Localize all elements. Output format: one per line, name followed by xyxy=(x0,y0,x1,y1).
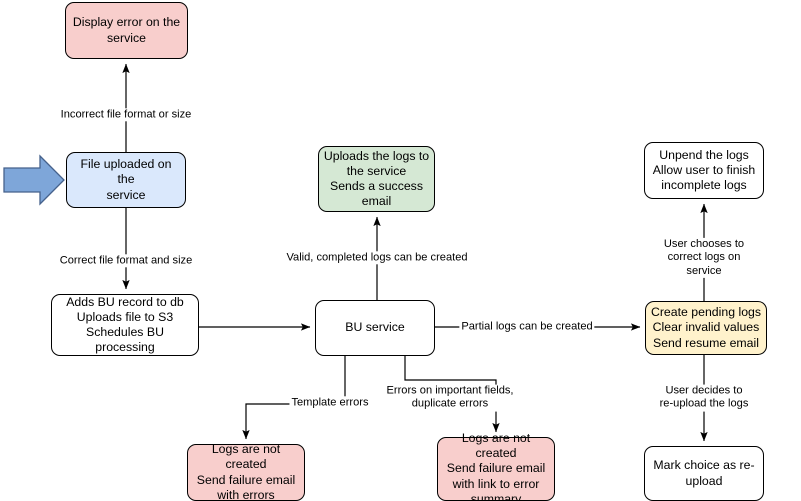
node-label: Mark choice as re- upload xyxy=(653,458,755,488)
node-label: Logs are not created Send failure email … xyxy=(446,431,546,501)
node-label: Adds BU record to db Uploads file to S3 … xyxy=(66,294,184,355)
edge-label-errors-important: Errors on important fields, duplicate er… xyxy=(384,384,516,412)
node-mark-choice[interactable]: Mark choice as re- upload xyxy=(644,446,764,501)
node-create-pending-logs[interactable]: Create pending logs Clear invalid values… xyxy=(645,301,767,355)
node-label: File uploaded on the service xyxy=(80,157,172,202)
edge-label-template-errors: Template errors xyxy=(289,396,371,410)
node-display-error[interactable]: Display error on the service xyxy=(65,2,188,59)
edge-label-valid-completed: Valid, completed logs can be created xyxy=(284,251,470,265)
node-label: BU service xyxy=(345,320,405,335)
edge-label-correct-format: Correct file format and size xyxy=(57,254,195,268)
edge-label-user-reupload: User decides to re-upload the logs xyxy=(655,384,753,412)
node-adds-bu-record[interactable]: Adds BU record to db Uploads file to S3 … xyxy=(51,294,199,356)
node-label: Uploads the logs to the service Sends a … xyxy=(323,148,430,209)
node-logs-not-created-template[interactable]: Logs are not created Send failure email … xyxy=(187,442,305,501)
entry-block-arrow-icon xyxy=(3,154,65,206)
node-bu-service[interactable]: BU service xyxy=(315,300,435,356)
node-unpend-logs[interactable]: Unpend the logs Allow user to finish inc… xyxy=(644,142,764,199)
node-label: Unpend the logs Allow user to finish inc… xyxy=(652,147,756,193)
edge-label-user-corrects: User chooses to correct logs on service xyxy=(655,237,753,279)
node-label: Create pending logs Clear invalid values… xyxy=(650,305,762,350)
edge-label-partial-logs: Partial logs can be created xyxy=(459,320,595,334)
node-logs-not-created-errors[interactable]: Logs are not created Send failure email … xyxy=(437,431,555,501)
node-label: Logs are not created Send failure email … xyxy=(196,442,296,501)
node-file-uploaded[interactable]: File uploaded on the service xyxy=(66,152,186,208)
node-label: Display error on the service xyxy=(72,15,181,45)
node-uploads-logs[interactable]: Uploads the logs to the service Sends a … xyxy=(318,146,435,212)
edge-label-incorrect-format: Incorrect file format or size xyxy=(58,108,194,122)
